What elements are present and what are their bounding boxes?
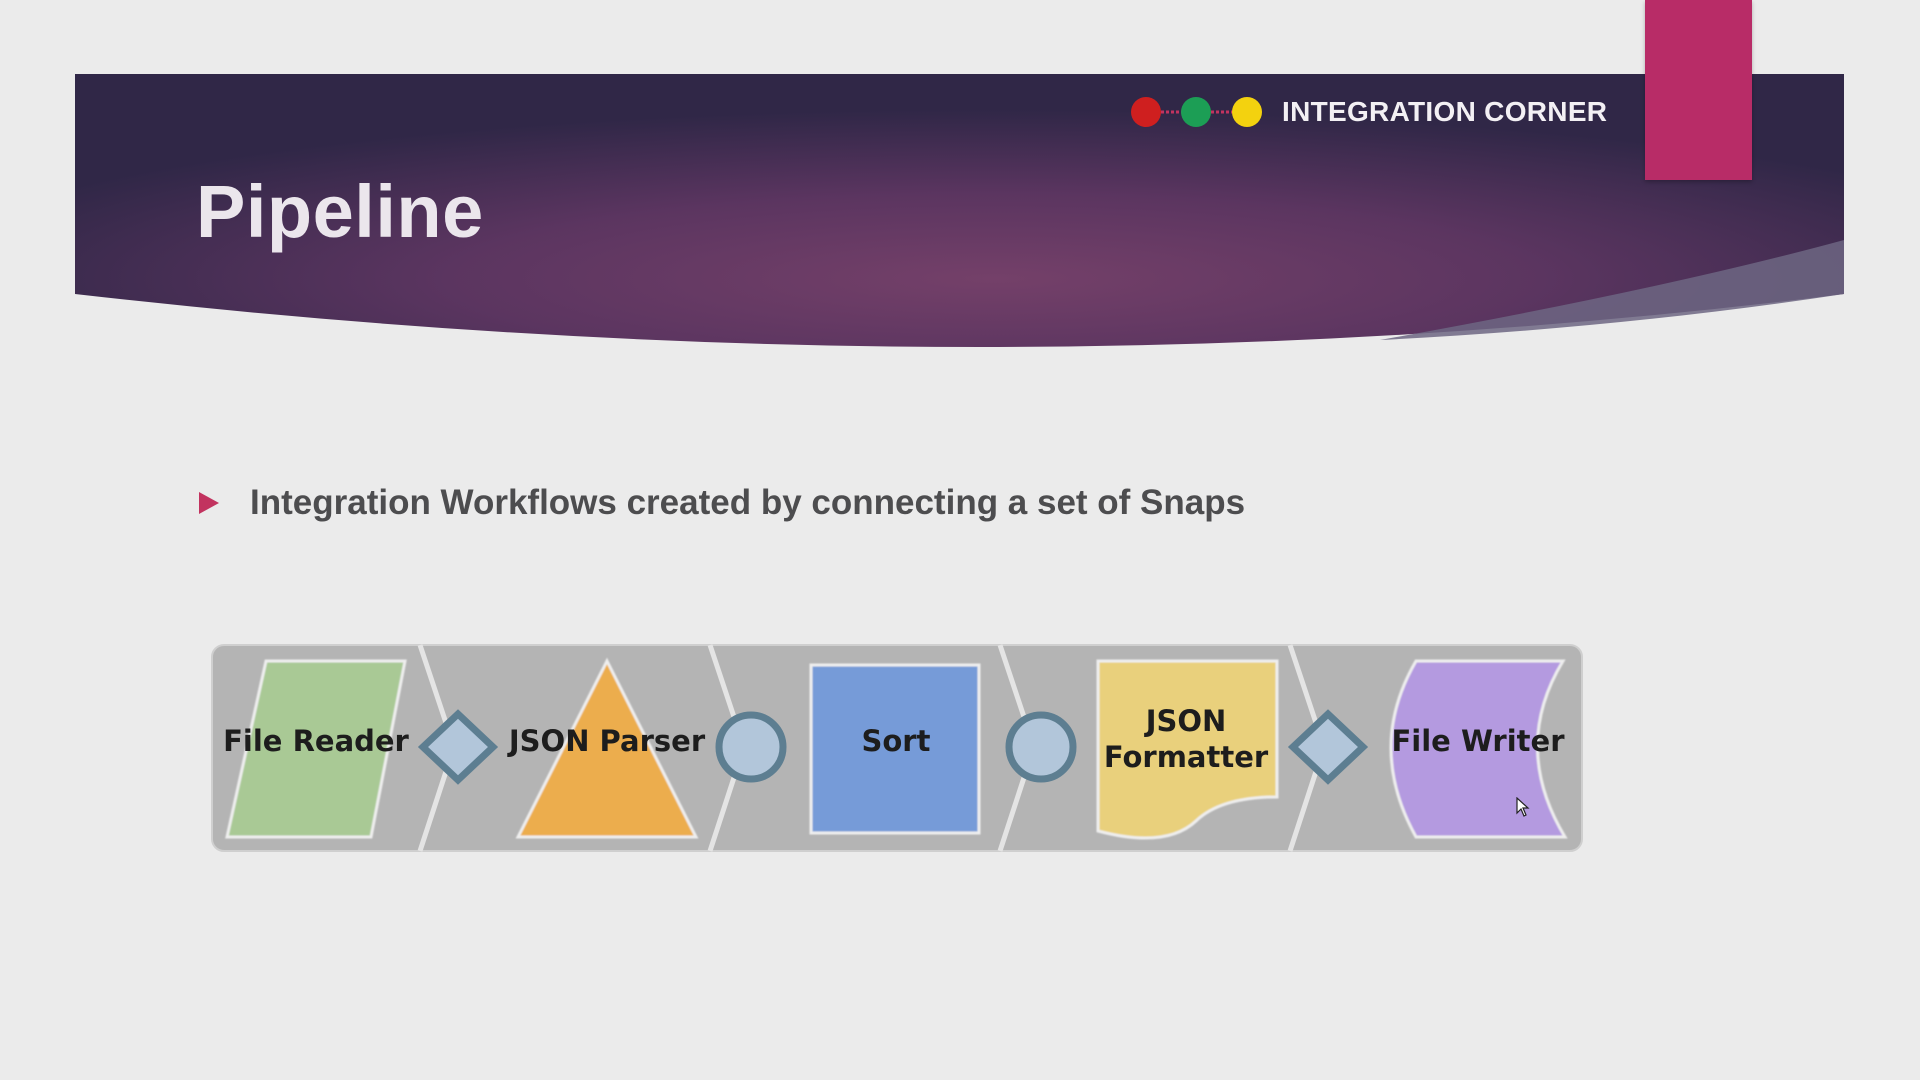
brand: INTEGRATION CORNER	[1126, 90, 1607, 134]
accent-tab	[1645, 0, 1752, 180]
brand-name: INTEGRATION CORNER	[1282, 96, 1608, 127]
bullet-text: Integration Workflows created by connect…	[250, 483, 1246, 522]
diamond-connector-icon[interactable]	[1287, 709, 1369, 785]
snap-label: File Writer	[1391, 724, 1565, 758]
snap-sort[interactable]: Sort	[809, 663, 981, 835]
snap-json-formatter[interactable]: JSON Formatter	[1096, 659, 1279, 840]
snap-label: File Reader	[223, 724, 409, 758]
snap-label: JSON Parser	[507, 724, 706, 758]
circle-connector-icon[interactable]	[715, 711, 787, 783]
bullet-arrow-icon	[199, 492, 219, 514]
diamond-connector-icon[interactable]	[417, 709, 499, 785]
header-banner	[75, 74, 1844, 347]
pipeline-diagram: File Reader JSON Parser Sort JSON Format…	[211, 644, 1583, 852]
snap-file-reader[interactable]: File Reader	[223, 659, 410, 839]
mouse-pointer-icon	[1516, 797, 1530, 817]
snap-label: Formatter	[1104, 740, 1269, 774]
snap-file-writer[interactable]: File Writer	[1389, 659, 1568, 839]
connected-dots-logo-icon	[1131, 97, 1262, 127]
slide-title: Pipeline	[196, 170, 484, 253]
snap-json-parser[interactable]: JSON Parser	[507, 657, 706, 839]
snap-label: Sort	[862, 724, 931, 758]
circle-connector-icon[interactable]	[1005, 711, 1077, 783]
bullet-point: Integration Workflows created by connect…	[196, 483, 1245, 523]
snap-label: JSON	[1144, 704, 1227, 738]
